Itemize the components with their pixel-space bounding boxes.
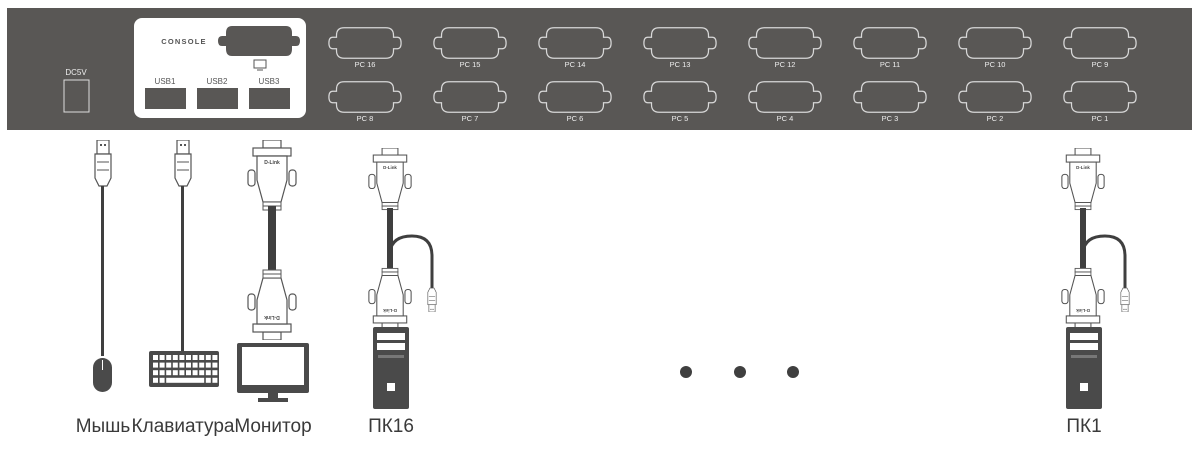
- pc-port-label: PC 11: [880, 60, 900, 69]
- connector-brand-label: D-Link: [1076, 308, 1090, 313]
- keyboard-key: [153, 362, 158, 368]
- keyboard-key: [186, 370, 191, 376]
- keyboard-key: [192, 355, 198, 360]
- pc-port-label: PC 8: [357, 114, 374, 123]
- ellipsis-dot: [680, 366, 692, 378]
- pc16-tower-icon: [373, 327, 409, 409]
- keyboard-spacebar: [166, 377, 205, 383]
- pc-port-label: PC 4: [777, 114, 794, 123]
- ellipsis-dot: [787, 366, 799, 378]
- keyboard-icon: [149, 351, 219, 387]
- connector-brand-label: D-Link: [264, 160, 280, 166]
- keyboard-key: [199, 355, 205, 360]
- keyboard-key: [172, 362, 178, 368]
- keyboard-key: [159, 355, 165, 360]
- console-label: CONSOLE: [161, 37, 207, 46]
- power-label: DC5V: [65, 68, 87, 77]
- ellipsis-dot: [734, 366, 746, 378]
- pc-port-label: PC 3: [882, 114, 899, 123]
- usb-port-label: USB1: [155, 77, 176, 86]
- pc-port-label: PC 12: [775, 60, 796, 69]
- keyboard-label: Клавиатура: [131, 416, 235, 437]
- keyboard-key: [172, 370, 178, 376]
- pc16-label: ПК16: [368, 416, 414, 437]
- usb-port[interactable]: [145, 88, 186, 109]
- pc1-kvm-cable: D-Link D-Link: [1061, 148, 1130, 330]
- usb-port[interactable]: [249, 88, 290, 109]
- pc-port-label: PC 16: [355, 60, 376, 69]
- pc-port-label: PC 5: [672, 114, 689, 123]
- connector-brand-label: D-Link: [383, 165, 397, 170]
- pc1-tower-icon: [1066, 327, 1102, 409]
- keyboard-key: [205, 377, 211, 383]
- console-vga-port[interactable]: [218, 26, 300, 56]
- pc-port-label: PC 14: [565, 60, 586, 69]
- keyboard-key: [172, 355, 178, 360]
- keyboard-key: [205, 355, 211, 360]
- usb-port[interactable]: [197, 88, 238, 109]
- mouse-icon: [93, 358, 112, 392]
- keyboard-key: [153, 355, 158, 360]
- monitor-vga-cable: D-Link D-Link: [247, 140, 297, 340]
- mouse-cable: [94, 140, 112, 356]
- keyboard-key: [159, 362, 165, 368]
- pc-port-label: PC 7: [462, 114, 479, 123]
- usb-port-label: USB2: [207, 77, 228, 86]
- keyboard-key: [166, 355, 172, 360]
- pc-port-label: PC 6: [567, 114, 584, 123]
- connector-brand-label: D-Link: [264, 314, 280, 320]
- monitor-device-icon: [237, 343, 309, 402]
- keyboard-key: [205, 370, 211, 376]
- keyboard-cable: [174, 140, 192, 351]
- keyboard-key: [212, 377, 218, 383]
- keyboard-key: [212, 362, 218, 368]
- keyboard-key: [205, 362, 211, 368]
- usb-port-label: USB3: [259, 77, 280, 86]
- keyboard-key: [199, 370, 205, 376]
- keyboard-key: [179, 355, 185, 360]
- keyboard-key: [159, 370, 165, 376]
- connector-brand-label: D-Link: [383, 308, 397, 313]
- keyboard-key: [179, 370, 185, 376]
- connector-brand-label: D-Link: [1076, 165, 1090, 170]
- keyboard-key: [166, 362, 172, 368]
- keyboard-key: [166, 370, 172, 376]
- pc-port-label: PC 9: [1092, 60, 1109, 69]
- pc-port-label: PC 1: [1092, 114, 1109, 123]
- keyboard-key: [153, 370, 158, 376]
- monitor-label: Монитор: [234, 416, 312, 437]
- keyboard-key: [186, 355, 191, 360]
- pc-port-label: PC 15: [460, 60, 481, 69]
- keyboard-key: [212, 355, 218, 360]
- pc1-label: ПК1: [1066, 416, 1102, 437]
- keyboard-key: [192, 362, 198, 368]
- power-port[interactable]: [63, 79, 90, 113]
- pc-port-label: PC 13: [670, 60, 691, 69]
- keyboard-key: [199, 362, 205, 368]
- keyboard-key: [212, 370, 218, 376]
- keyboard-key: [192, 370, 198, 376]
- pc16-kvm-cable: D-Link D-Link: [368, 148, 437, 330]
- keyboard-key: [179, 362, 185, 368]
- keyboard-key: [159, 377, 165, 383]
- pc-port-label: PC 10: [985, 60, 1006, 69]
- monitor-icon: [253, 59, 267, 71]
- mouse-label: Мышь: [75, 416, 131, 437]
- pc-port-label: PC 2: [987, 114, 1004, 123]
- keyboard-key: [153, 377, 158, 383]
- keyboard-key: [186, 362, 191, 368]
